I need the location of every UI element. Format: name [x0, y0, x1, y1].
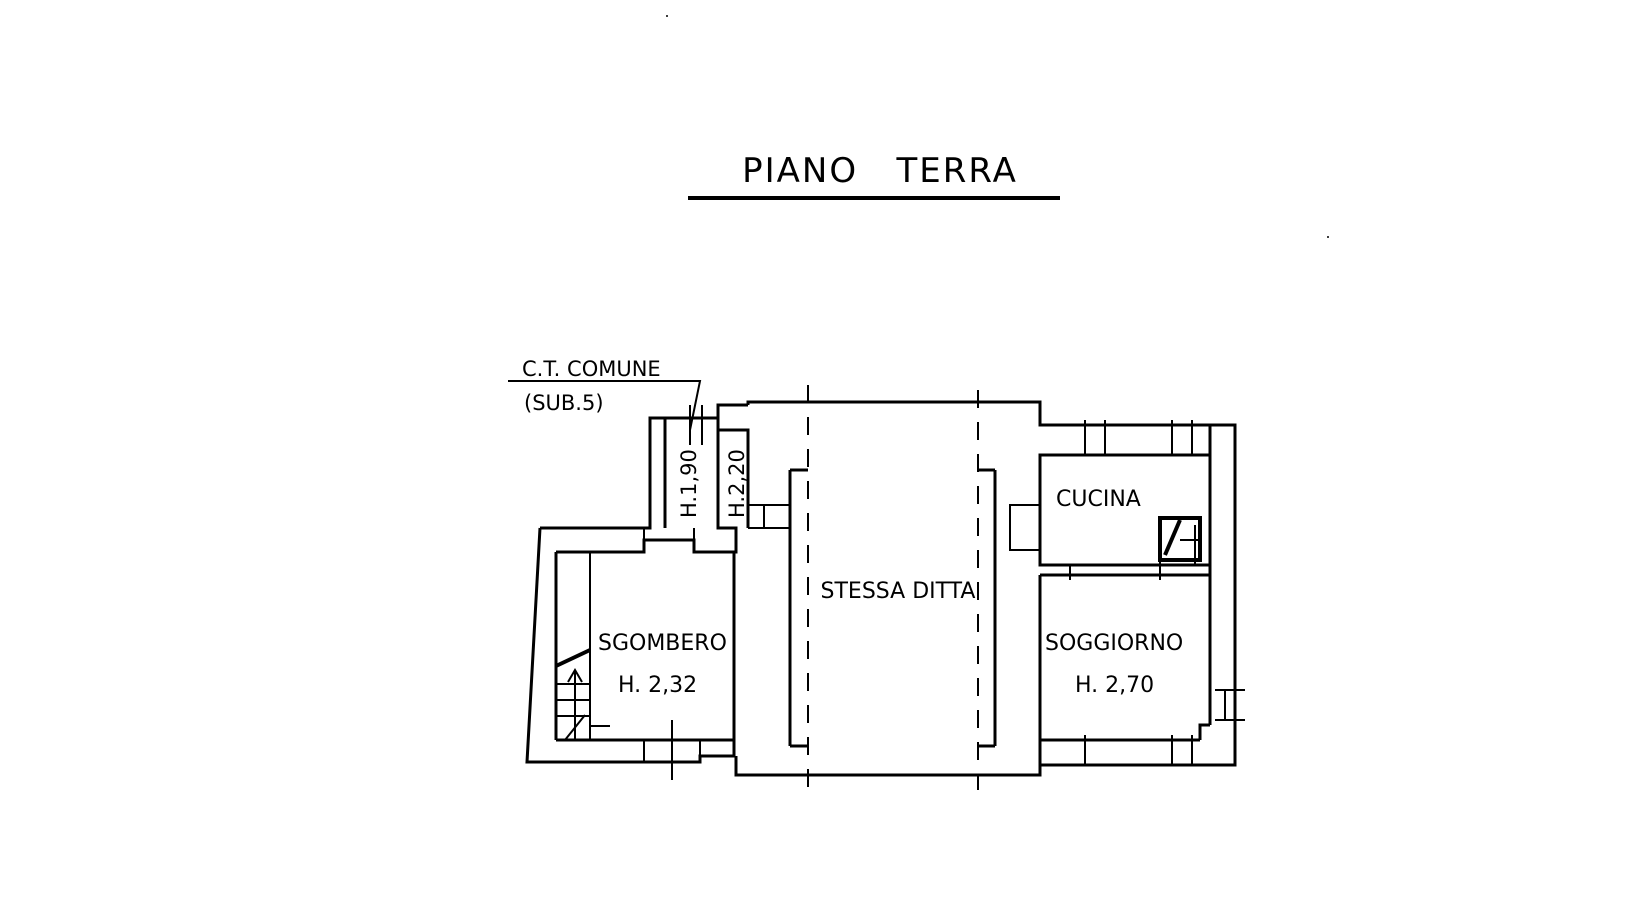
walls-closets [663, 403, 790, 529]
label-ct-comune: C.T. COMUNE [522, 357, 661, 381]
label-h190: H.1,90 [677, 449, 701, 518]
label-cucina: CUCINA [1056, 487, 1141, 512]
speck [666, 15, 668, 17]
label-soggiorno: SOGGIORNO [1045, 631, 1183, 656]
plan-title: PIANO TERRA [742, 151, 1018, 191]
label-h220: H.2,20 [725, 449, 749, 518]
walls-center [734, 385, 1237, 790]
label-sgombero: SGOMBERO [598, 631, 727, 656]
label-soggiorno-h: H. 2,70 [1075, 673, 1154, 698]
label-sub: (SUB.5) [524, 391, 604, 415]
walls-left [525, 416, 738, 780]
label-sgombero-h: H. 2,32 [618, 673, 697, 698]
leader-line [508, 380, 702, 431]
label-stessa-ditta: STESSA DITTA [821, 579, 976, 604]
walls-right [1009, 420, 1245, 765]
speck [1327, 236, 1329, 238]
